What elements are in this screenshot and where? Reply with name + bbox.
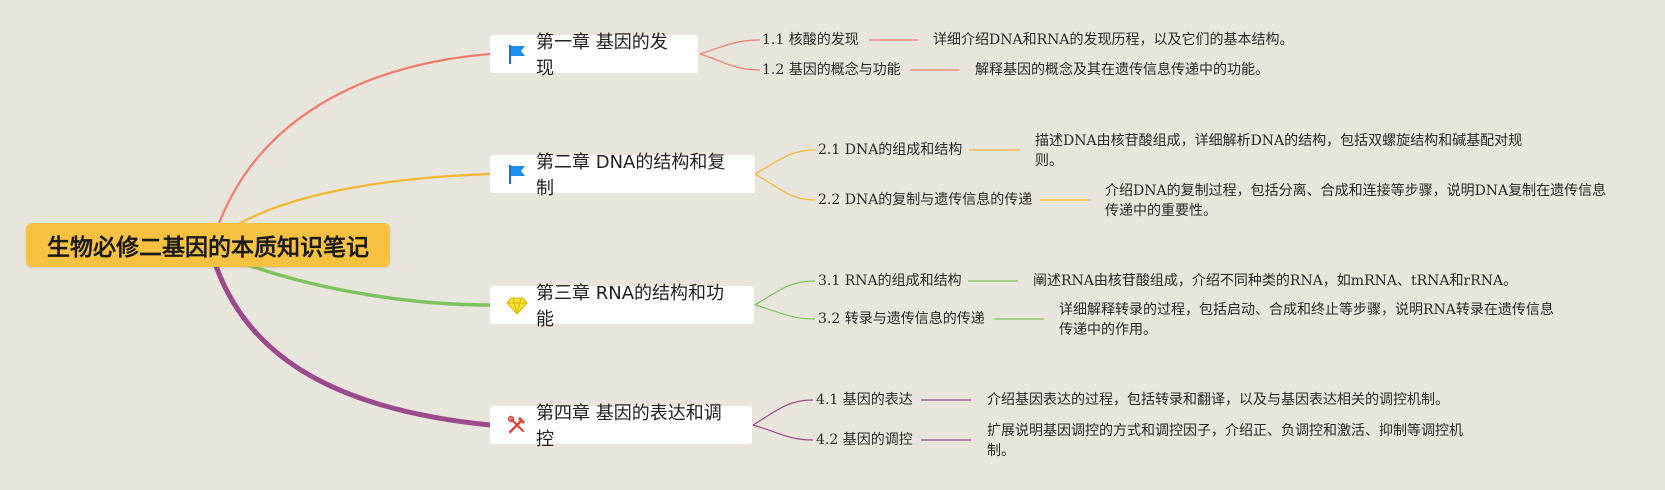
section-2-2-topic[interactable]: 2.2 DNA的复制与遗传信息的传递 xyxy=(818,192,1033,208)
section-1-2-topic[interactable]: 1.2 基因的概念与功能 xyxy=(762,62,901,78)
blue-flag-icon xyxy=(506,43,528,65)
section-1-1-description: 详细介绍DNA和RNA的发现历程，以及它们的基本结构。 xyxy=(933,32,1294,48)
section-3-1-topic[interactable]: 3.1 RNA的组成和结构 xyxy=(818,273,962,289)
chapter-4-topic[interactable]: 第四章 基因的表达和调控 xyxy=(490,403,752,450)
root-topic[interactable]: 生物必修二基因的本质知识笔记 xyxy=(26,223,390,267)
section-3-2-topic[interactable]: 3.2 转录与遗传信息的传递 xyxy=(818,311,985,327)
chapter-2-title: 第二章 DNA的结构和复制 xyxy=(536,152,726,199)
yellow-diamond-icon xyxy=(506,294,528,316)
section-2-2-description: 介绍DNA的复制过程，包括分离、合成和连接等步骤，说明DNA复制在遗传信息传递中… xyxy=(1105,183,1607,219)
link-root-chapter-2 xyxy=(230,172,492,230)
chapter-2-topic[interactable]: 第二章 DNA的结构和复制 xyxy=(490,152,755,199)
link-chapter-4-section-2 xyxy=(752,424,814,441)
section-3-2-description: 详细解释转录的过程，包括启动、合成和终止等步骤，说明RNA转录在遗传信息传递中的… xyxy=(1059,302,1554,338)
section-4-2-topic[interactable]: 4.2 基因的调控 xyxy=(816,432,913,448)
chapter-3-title: 第三章 RNA的结构和功能 xyxy=(536,283,725,330)
link-chapter-3-section-1 xyxy=(754,280,816,306)
link-chapter-2-section-2 xyxy=(754,173,816,201)
link-root-chapter-3 xyxy=(246,263,492,307)
chapter-1-title: 第一章 基因的发现 xyxy=(536,32,668,79)
section-4-2-description: 扩展说明基因调控的方式和调控因子，介绍正、负调控和激活、抑制等调控机制。 xyxy=(987,423,1463,459)
chapter-3-topic[interactable]: 第三章 RNA的结构和功能 xyxy=(490,283,754,330)
link-root-chapter-4 xyxy=(213,263,493,428)
chapter-1-topic[interactable]: 第一章 基因的发现 xyxy=(490,32,698,79)
blue-flag-icon xyxy=(506,163,528,185)
link-chapter-3-section-2 xyxy=(754,304,816,320)
section-2-1-description: 描述DNA由核苷酸组成，详细解析DNA的结构，包括双螺旋结构和碱基配对规则。 xyxy=(1035,133,1523,169)
section-2-1-topic[interactable]: 2.1 DNA的组成和结构 xyxy=(818,142,963,158)
link-chapter-2-section-1 xyxy=(754,149,816,175)
red-tools-icon xyxy=(506,414,528,436)
link-chapter-1-section-1 xyxy=(699,39,761,55)
chapter-4-title: 第四章 基因的表达和调控 xyxy=(536,403,722,450)
link-chapter-1-section-2 xyxy=(699,53,761,71)
section-1-1-topic[interactable]: 1.1 核酸的发现 xyxy=(762,32,859,48)
section-4-1-description: 介绍基因表达的过程，包括转录和翻译，以及与基因表达相关的调控机制。 xyxy=(987,392,1449,408)
section-3-1-description: 阐述RNA由核苷酸组成，介绍不同种类的RNA，如mRNA、tRNA和rRNA。 xyxy=(1033,273,1518,289)
link-root-chapter-1 xyxy=(216,52,492,228)
section-1-2-description: 解释基因的概念及其在遗传信息传递中的功能。 xyxy=(975,62,1269,78)
link-chapter-4-section-1 xyxy=(752,399,814,426)
section-4-1-topic[interactable]: 4.1 基因的表达 xyxy=(816,392,913,408)
